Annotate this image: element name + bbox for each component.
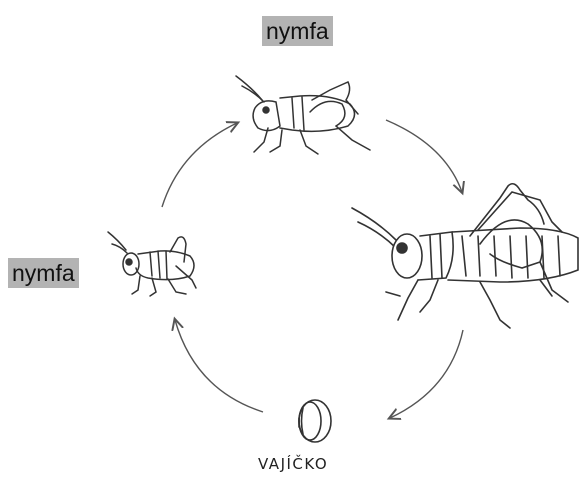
young-nymph-illustration <box>108 232 196 296</box>
arrow-egg-to-young-nymph <box>175 320 263 412</box>
arrow-young-nymph-to-nymph <box>162 123 237 207</box>
arrow-adult-to-egg <box>390 330 463 418</box>
egg-label: VAJÍČKO <box>258 455 328 473</box>
arrow-nymph-to-adult <box>386 120 462 192</box>
adult-grasshopper-illustration <box>352 184 578 328</box>
nymph-label-left: nymfa <box>8 258 79 288</box>
egg-illustration <box>299 400 331 442</box>
nymph-illustration <box>236 76 370 154</box>
nymph-label-top: nymfa <box>262 16 333 46</box>
